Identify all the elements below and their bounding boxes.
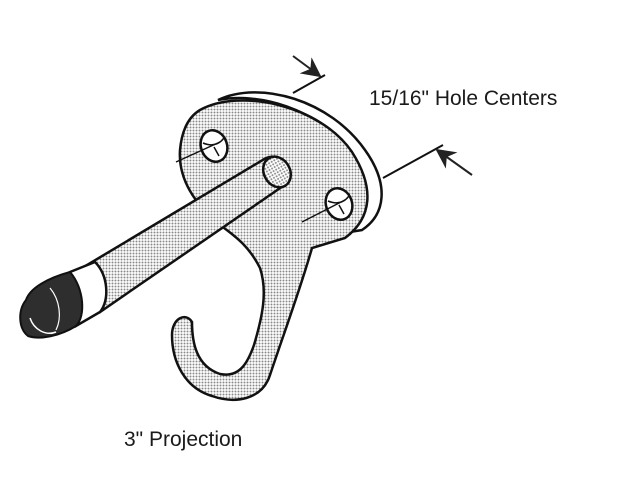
- rubber-tip: [19, 260, 108, 339]
- hole-centers-label: 15/16" Hole Centers: [369, 87, 558, 110]
- hole-centers-dimension: [292, 55, 473, 179]
- stop-rod: [59, 155, 293, 314]
- projection-label: 3" Projection: [124, 428, 243, 451]
- screw-hole-lower: [301, 187, 354, 223]
- screw-hole-upper: [175, 129, 229, 163]
